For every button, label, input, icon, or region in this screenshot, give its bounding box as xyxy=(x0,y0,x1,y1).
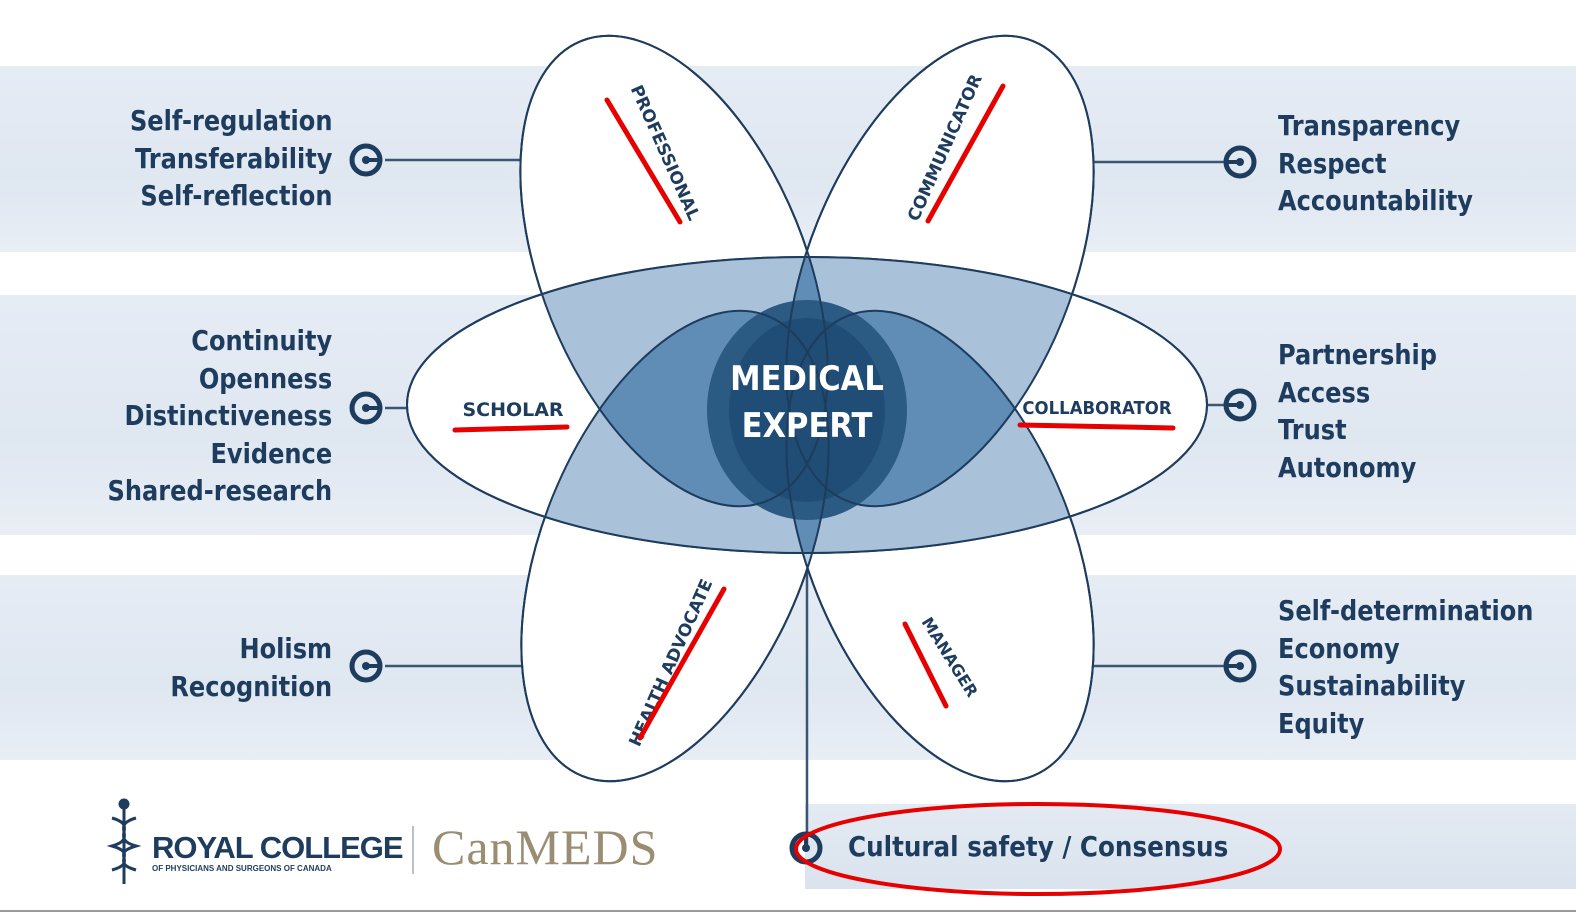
royal-college-emblem xyxy=(106,798,142,884)
manager-values: Self-determination Economy Sustainabilit… xyxy=(1278,592,1533,742)
medical-expert-value: Cultural safety / Consensus xyxy=(848,830,1229,863)
value-item: Transparency xyxy=(1278,109,1461,142)
annotation-underline-manager xyxy=(902,621,949,709)
collaborator-values: Partnership Access Trust Autonomy xyxy=(1278,336,1437,486)
royal-college-subtitle: OF PHYSICIANS AND SURGEONS OF CANADA xyxy=(152,864,332,873)
value-item: Accountability xyxy=(1278,184,1473,217)
value-item: Trust xyxy=(1278,413,1347,446)
value-item: Self-reflection xyxy=(139,179,332,212)
value-item: Respect xyxy=(1278,146,1387,180)
footer-divider xyxy=(0,910,1576,912)
value-item: Recognition xyxy=(170,669,332,703)
value-item: Shared-research xyxy=(107,474,332,507)
canmeds-logo: CanMEDS xyxy=(432,819,659,875)
annotation-underline-scholar xyxy=(452,424,570,433)
medical-expert-value-box xyxy=(805,804,1576,889)
communicator-values: Transparency Respect Accountability xyxy=(1278,107,1473,220)
annotation-underline-communicator xyxy=(925,83,1006,224)
royal-college-wordmark: ROYAL COLLEGE xyxy=(152,830,404,865)
value-item: Transferability xyxy=(134,141,332,175)
connector-markers xyxy=(349,143,1257,865)
annotation-circle-cultural-safety xyxy=(794,802,1282,896)
value-item: Evidence xyxy=(210,436,332,470)
role-label-scholar: SCHOLAR xyxy=(462,399,563,421)
value-item: Holism xyxy=(239,632,332,665)
value-item: Self-regulation xyxy=(129,104,332,137)
petal-outlines xyxy=(406,34,1208,783)
value-item: Partnership xyxy=(1278,338,1437,371)
royal-college-logo: ROYAL COLLEGE OF PHYSICIANS AND SURGEONS… xyxy=(152,830,404,874)
value-item: Distinctiveness xyxy=(124,399,332,432)
value-item: Sustainability xyxy=(1278,669,1466,702)
value-item: Self-determination xyxy=(1278,594,1534,627)
scholar-values: Continuity Openness Distinctiveness Evid… xyxy=(107,322,332,510)
value-item: Continuity xyxy=(191,324,332,357)
value-item: Autonomy xyxy=(1278,450,1417,484)
annotation-underline-collaborator xyxy=(1017,422,1176,431)
professional-values: Self-regulation Transferability Self-ref… xyxy=(129,102,332,215)
role-label-collaborator: COLLABORATOR xyxy=(1022,398,1171,419)
center-label-line2: EXPERT xyxy=(742,405,873,445)
annotation-underline-professional xyxy=(604,97,683,225)
value-item: Access xyxy=(1278,375,1371,409)
value-item: Equity xyxy=(1278,706,1365,740)
annotation-underline-health-advocate xyxy=(637,586,727,741)
value-item: Economy xyxy=(1278,631,1400,665)
value-item: Openness xyxy=(198,361,332,395)
red-annotations xyxy=(452,83,1282,896)
center-label-line1: MEDICAL xyxy=(730,358,884,398)
logo-divider xyxy=(412,826,414,874)
health-advocate-values: Holism Recognition xyxy=(170,630,332,705)
